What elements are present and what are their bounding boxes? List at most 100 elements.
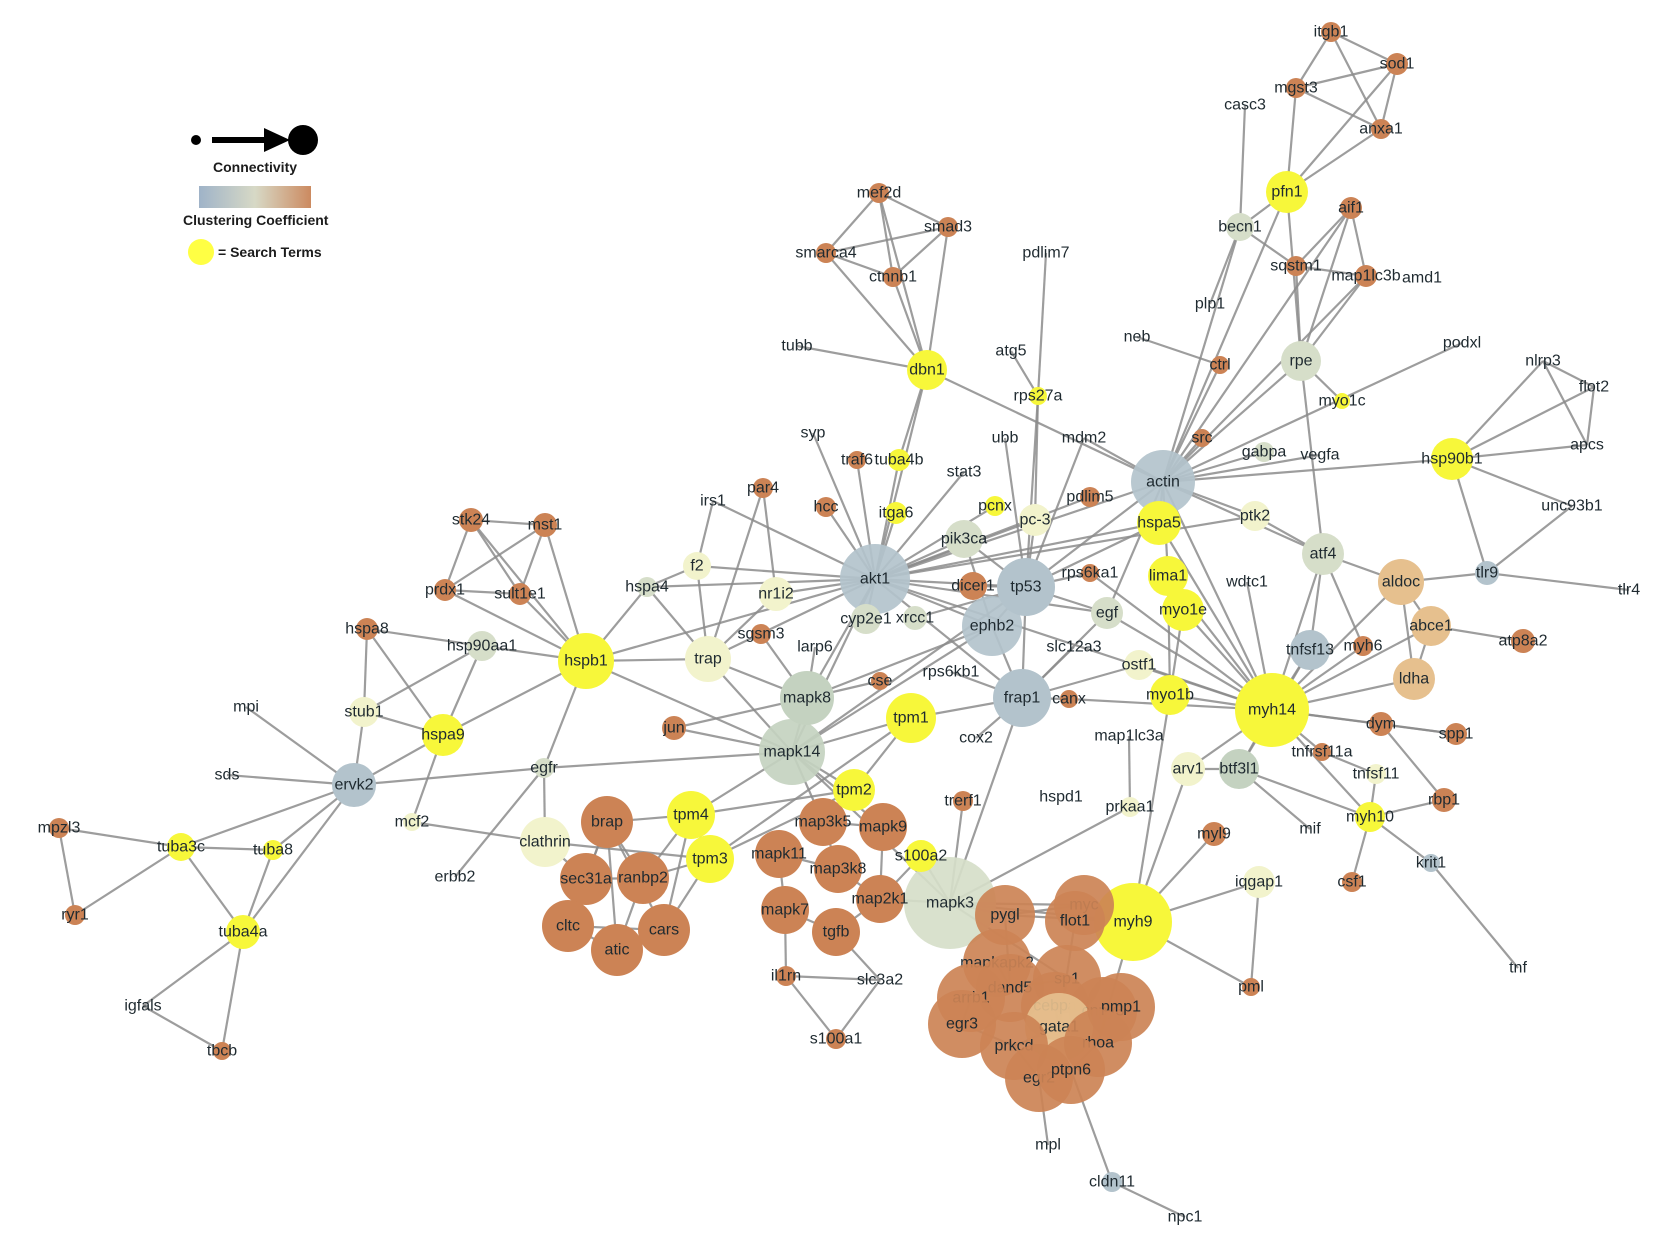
node-circle-tpm2[interactable] (833, 769, 875, 811)
node-mpl[interactable]: mpl (1035, 1137, 1061, 1154)
node-map1lc3a[interactable]: map1lc3a (1094, 728, 1163, 745)
node-circle-atp8a2[interactable] (1511, 629, 1535, 653)
node-circle-rps27a[interactable] (1029, 387, 1047, 405)
node-circle-sec31a[interactable] (560, 853, 612, 905)
node-circle-arv1[interactable] (1171, 752, 1205, 786)
node-iqgap1[interactable]: iqgap1 (1235, 866, 1283, 898)
node-itgb1[interactable]: itgb1 (1314, 22, 1349, 42)
node-circle-flot1[interactable] (1045, 891, 1105, 951)
node-brap[interactable]: brap (581, 796, 633, 848)
node-myl9[interactable]: myl9 (1197, 822, 1231, 846)
node-jun[interactable]: jun (662, 716, 686, 740)
node-clathrin[interactable]: clathrin (519, 817, 571, 867)
node-csf1[interactable]: csf1 (1337, 872, 1367, 892)
node-rps6ka1[interactable]: rps6ka1 (1062, 564, 1119, 582)
node-plp1[interactable]: plp1 (1195, 296, 1225, 313)
node-sds[interactable]: sds (215, 767, 240, 784)
node-rpe[interactable]: rpe (1281, 341, 1321, 381)
node-circle-dbn1[interactable] (907, 350, 947, 390)
node-map2k1[interactable]: map2k1 (852, 875, 909, 923)
node-circle-hsp90b1[interactable] (1431, 438, 1473, 480)
node-stat3[interactable]: stat3 (947, 464, 982, 481)
node-ctnnb1[interactable]: ctnnb1 (869, 267, 917, 287)
node-ptpn6[interactable]: ptpn6 (1037, 1036, 1105, 1104)
node-circle-tpm4[interactable] (667, 791, 715, 839)
node-ptk2[interactable]: ptk2 (1240, 501, 1270, 531)
node-cars[interactable]: cars (638, 904, 690, 956)
node-circle-nr1i2[interactable] (759, 577, 793, 611)
node-circle-mpzl3[interactable] (49, 818, 69, 838)
node-pdlim5[interactable]: pdlim5 (1066, 487, 1114, 507)
node-myo1e[interactable]: myo1e (1159, 589, 1207, 631)
node-circle-ctrl[interactable] (1211, 356, 1229, 374)
node-stk24[interactable]: stk24 (452, 508, 490, 532)
node-circle-tnfsf11[interactable] (1366, 764, 1386, 784)
node-mapk9[interactable]: mapk9 (859, 803, 907, 851)
node-circle-pygl[interactable] (975, 885, 1035, 945)
node-sec31a[interactable]: sec31a (560, 853, 612, 905)
node-circle-sod1[interactable] (1386, 53, 1408, 75)
node-egr3[interactable]: egr3 (928, 990, 996, 1058)
node-circle-aldoc[interactable] (1378, 559, 1424, 605)
node-rbp1[interactable]: rbp1 (1428, 788, 1460, 812)
node-circle-iqgap1[interactable] (1243, 866, 1275, 898)
node-circle-tbcb[interactable] (213, 1042, 231, 1060)
node-circle-egf[interactable] (1091, 597, 1123, 629)
node-src[interactable]: src (1191, 429, 1213, 447)
node-circle-sult1e1[interactable] (509, 583, 531, 605)
node-s100a2[interactable]: s100a2 (895, 840, 948, 872)
node-circle-canx[interactable] (1060, 690, 1078, 708)
node-cltc[interactable]: cltc (542, 900, 594, 952)
node-circle-rpe[interactable] (1281, 341, 1321, 381)
node-circle-hspa5[interactable] (1137, 501, 1181, 545)
node-atp8a2[interactable]: atp8a2 (1499, 629, 1548, 653)
node-circle-smarca4[interactable] (816, 243, 836, 263)
node-rps27a[interactable]: rps27a (1014, 387, 1063, 405)
node-tpm3[interactable]: tpm3 (686, 835, 734, 883)
node-tuba4a[interactable]: tuba4a (219, 915, 268, 949)
node-amd1[interactable]: amd1 (1402, 270, 1442, 287)
node-itga6[interactable]: itga6 (879, 502, 914, 524)
node-circle-ranbp2[interactable] (617, 852, 669, 904)
node-prkaa1[interactable]: prkaa1 (1106, 797, 1155, 817)
node-circle-map2k1[interactable] (856, 875, 904, 923)
node-irs1[interactable]: irs1 (700, 493, 726, 510)
node-unc93b1[interactable]: unc93b1 (1541, 498, 1602, 515)
node-hsp90b1[interactable]: hsp90b1 (1421, 438, 1483, 480)
node-circle-anxa1[interactable] (1371, 119, 1391, 139)
node-igfals[interactable]: igfals (124, 998, 161, 1015)
node-circle-tuba3c[interactable] (167, 833, 195, 861)
node-ldha[interactable]: ldha (1393, 658, 1435, 700)
node-circle-cse[interactable] (871, 672, 889, 690)
node-map3k8[interactable]: map3k8 (810, 845, 867, 893)
node-tnf[interactable]: tnf (1509, 960, 1527, 977)
node-mapk11[interactable]: mapk11 (751, 830, 807, 878)
node-wdtc1[interactable]: wdtc1 (1225, 574, 1268, 591)
node-aldoc[interactable]: aldoc (1378, 559, 1424, 605)
node-tp53[interactable]: tp53 (997, 558, 1055, 616)
node-circle-akt1[interactable] (840, 544, 910, 614)
node-sgsm3[interactable]: sgsm3 (737, 624, 785, 644)
node-circle-mef2d[interactable] (869, 183, 889, 203)
node-smad3[interactable]: smad3 (924, 217, 972, 237)
node-circle-s100a1[interactable] (826, 1029, 846, 1049)
node-akt1[interactable]: akt1 (840, 544, 910, 614)
node-aif1[interactable]: aif1 (1338, 197, 1364, 219)
node-circle-ryr1[interactable] (65, 905, 85, 925)
node-mst1[interactable]: mst1 (528, 513, 563, 537)
node-circle-mgst3[interactable] (1286, 78, 1306, 98)
node-atic[interactable]: atic (591, 924, 643, 976)
node-dicer1[interactable]: dicer1 (951, 572, 995, 600)
node-circle-cltc[interactable] (542, 900, 594, 952)
node-map1lc3b[interactable]: map1lc3b (1331, 265, 1401, 287)
node-sult1e1[interactable]: sult1e1 (494, 583, 546, 605)
node-circle-frap1[interactable] (993, 669, 1051, 727)
node-tgfb[interactable]: tgfb (812, 908, 860, 956)
node-circle-btf3l1[interactable] (1219, 749, 1259, 789)
node-circle-rbp1[interactable] (1432, 788, 1456, 812)
node-ostf1[interactable]: ostf1 (1122, 650, 1157, 680)
node-sqstm1[interactable]: sqstm1 (1270, 256, 1322, 276)
node-circle-myl9[interactable] (1202, 822, 1226, 846)
node-egfr[interactable]: egfr (530, 758, 558, 778)
node-ctrl[interactable]: ctrl (1209, 356, 1231, 374)
